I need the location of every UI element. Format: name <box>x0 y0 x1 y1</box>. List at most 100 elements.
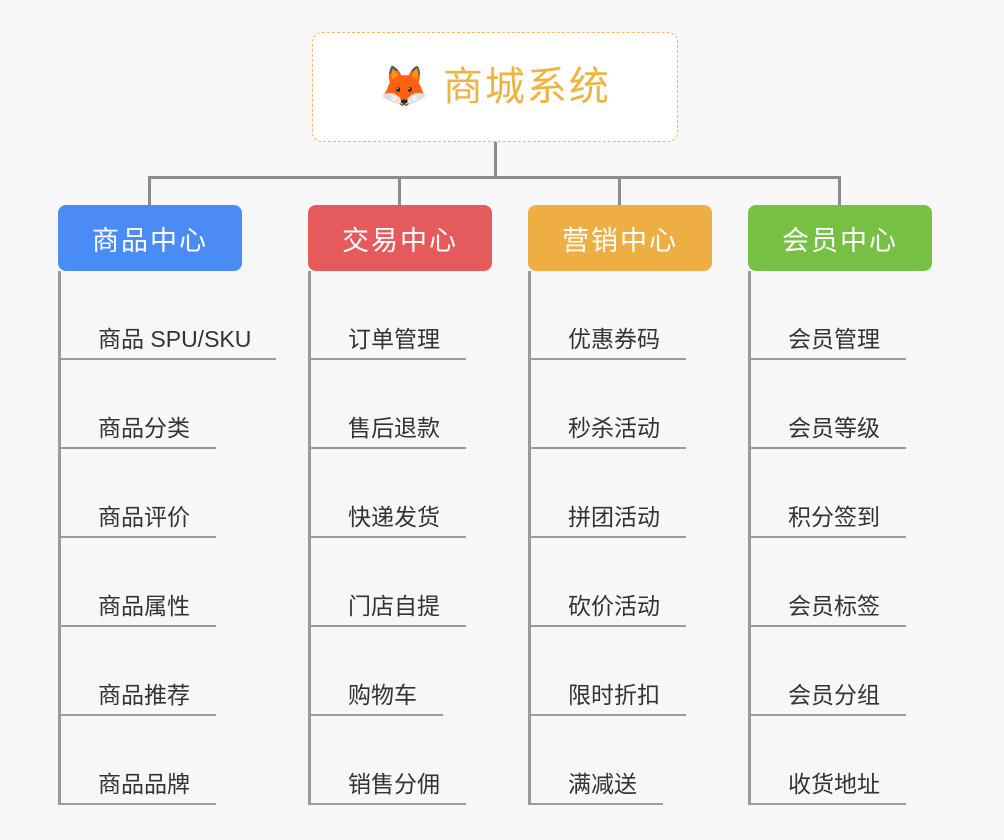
list-item[interactable]: 会员等级 <box>748 360 978 449</box>
leaf-underline <box>58 536 216 538</box>
connector-drop-4 <box>838 176 841 207</box>
list-item[interactable]: 砍价活动 <box>528 538 758 627</box>
leaf-underline <box>58 358 276 360</box>
leaf-underline <box>58 447 216 449</box>
branch-trunk-trade <box>308 271 311 805</box>
connector-drop-3 <box>618 176 621 207</box>
connector-drop-2 <box>398 176 401 207</box>
connector-drop-1 <box>148 176 151 207</box>
list-item-label: 会员分组 <box>788 682 880 708</box>
list-item[interactable]: 订单管理 <box>308 271 538 360</box>
category-header-marketing[interactable]: 营销中心 <box>528 205 712 271</box>
list-item[interactable]: 商品属性 <box>58 538 298 627</box>
leaf-underline <box>308 625 466 627</box>
list-item-label: 销售分佣 <box>348 771 440 797</box>
list-item[interactable]: 商品推荐 <box>58 627 298 716</box>
category-items-trade: 订单管理 售后退款 快递发货 门店自提 购物车 销售分佣 <box>308 271 538 805</box>
leaf-underline <box>748 625 906 627</box>
list-item-label: 商品品牌 <box>98 771 190 797</box>
list-item[interactable]: 会员分组 <box>748 627 978 716</box>
list-item-label: 购物车 <box>348 682 417 708</box>
category-header-label: 商品中心 <box>92 225 208 256</box>
leaf-underline <box>308 358 466 360</box>
list-item[interactable]: 会员标签 <box>748 538 978 627</box>
leaf-underline <box>308 536 466 538</box>
list-item-label: 快递发货 <box>348 504 440 530</box>
leaf-underline <box>528 447 686 449</box>
leaf-underline <box>308 714 443 716</box>
branch-trunk-product <box>58 271 61 805</box>
leaf-underline <box>58 803 216 805</box>
list-item[interactable]: 商品品牌 <box>58 716 298 805</box>
leaf-underline <box>748 536 906 538</box>
list-item-label: 会员标签 <box>788 593 880 619</box>
list-item-label: 砍价活动 <box>568 593 660 619</box>
list-item[interactable]: 购物车 <box>308 627 538 716</box>
leaf-underline <box>748 803 906 805</box>
category-items-marketing: 优惠券码 秒杀活动 拼团活动 砍价活动 限时折扣 满减送 <box>528 271 758 805</box>
leaf-underline <box>528 714 686 716</box>
connector-horizontal-bus <box>148 176 841 179</box>
list-item[interactable]: 限时折扣 <box>528 627 758 716</box>
leaf-underline <box>528 625 686 627</box>
list-item[interactable]: 拼团活动 <box>528 449 758 538</box>
list-item[interactable]: 售后退款 <box>308 360 538 449</box>
list-item-label: 商品属性 <box>98 593 190 619</box>
list-item-label: 商品分类 <box>98 415 190 441</box>
list-item-label: 会员管理 <box>788 326 880 352</box>
category-header-label: 会员中心 <box>782 225 898 256</box>
category-items-member: 会员管理 会员等级 积分签到 会员标签 会员分组 收货地址 <box>748 271 978 805</box>
root-node-title: 商城系统 <box>442 65 611 109</box>
leaf-underline <box>528 536 686 538</box>
list-item[interactable]: 收货地址 <box>748 716 978 805</box>
category-header-trade[interactable]: 交易中心 <box>308 205 492 271</box>
list-item-label: 售后退款 <box>348 415 440 441</box>
branch-trunk-marketing <box>528 271 531 805</box>
list-item[interactable]: 商品评价 <box>58 449 298 538</box>
leaf-underline <box>748 358 906 360</box>
list-item[interactable]: 满减送 <box>528 716 758 805</box>
list-item-label: 积分签到 <box>788 504 880 530</box>
leaf-underline <box>748 714 906 716</box>
leaf-underline <box>528 358 686 360</box>
list-item-label: 门店自提 <box>348 593 440 619</box>
category-header-member[interactable]: 会员中心 <box>748 205 932 271</box>
category-column-trade: 交易中心 订单管理 售后退款 快递发货 门店自提 购物车 <box>308 205 538 805</box>
list-item-label: 优惠券码 <box>568 326 660 352</box>
category-column-member: 会员中心 会员管理 会员等级 积分签到 会员标签 会员分组 <box>748 205 978 805</box>
list-item-label: 商品评价 <box>98 504 190 530</box>
list-item-label: 订单管理 <box>348 326 440 352</box>
leaf-underline <box>58 625 216 627</box>
list-item[interactable]: 积分签到 <box>748 449 978 538</box>
list-item-label: 拼团活动 <box>568 504 660 530</box>
list-item-label: 商品推荐 <box>98 682 190 708</box>
branch-trunk-member <box>748 271 751 805</box>
list-item[interactable]: 秒杀活动 <box>528 360 758 449</box>
category-column-marketing: 营销中心 优惠券码 秒杀活动 拼团活动 砍价活动 限时折扣 <box>528 205 758 805</box>
category-header-label: 营销中心 <box>562 225 678 256</box>
connector-root-stem <box>494 142 497 178</box>
list-item[interactable]: 会员管理 <box>748 271 978 360</box>
list-item[interactable]: 商品 SPU/SKU <box>58 271 298 360</box>
list-item[interactable]: 销售分佣 <box>308 716 538 805</box>
list-item-label: 会员等级 <box>788 415 880 441</box>
list-item[interactable]: 优惠券码 <box>528 271 758 360</box>
list-item[interactable]: 快递发货 <box>308 449 538 538</box>
category-items-product: 商品 SPU/SKU 商品分类 商品评价 商品属性 商品推荐 商品品牌 <box>58 271 298 805</box>
list-item-label: 秒杀活动 <box>568 415 660 441</box>
list-item[interactable]: 门店自提 <box>308 538 538 627</box>
category-column-product: 商品中心 商品 SPU/SKU 商品分类 商品评价 商品属性 商品推荐 <box>58 205 298 805</box>
leaf-underline <box>748 447 906 449</box>
leaf-underline <box>528 803 663 805</box>
list-item-label: 限时折扣 <box>568 682 660 708</box>
category-header-product[interactable]: 商品中心 <box>58 205 242 271</box>
leaf-underline <box>308 803 466 805</box>
list-item[interactable]: 商品分类 <box>58 360 298 449</box>
root-node-shop-system[interactable]: 🦊 商城系统 <box>312 32 678 142</box>
leaf-underline <box>58 714 216 716</box>
leaf-underline <box>308 447 466 449</box>
fox-face-icon: 🦊 <box>379 65 429 109</box>
category-header-label: 交易中心 <box>342 225 458 256</box>
list-item-label: 商品 SPU/SKU <box>98 326 252 352</box>
